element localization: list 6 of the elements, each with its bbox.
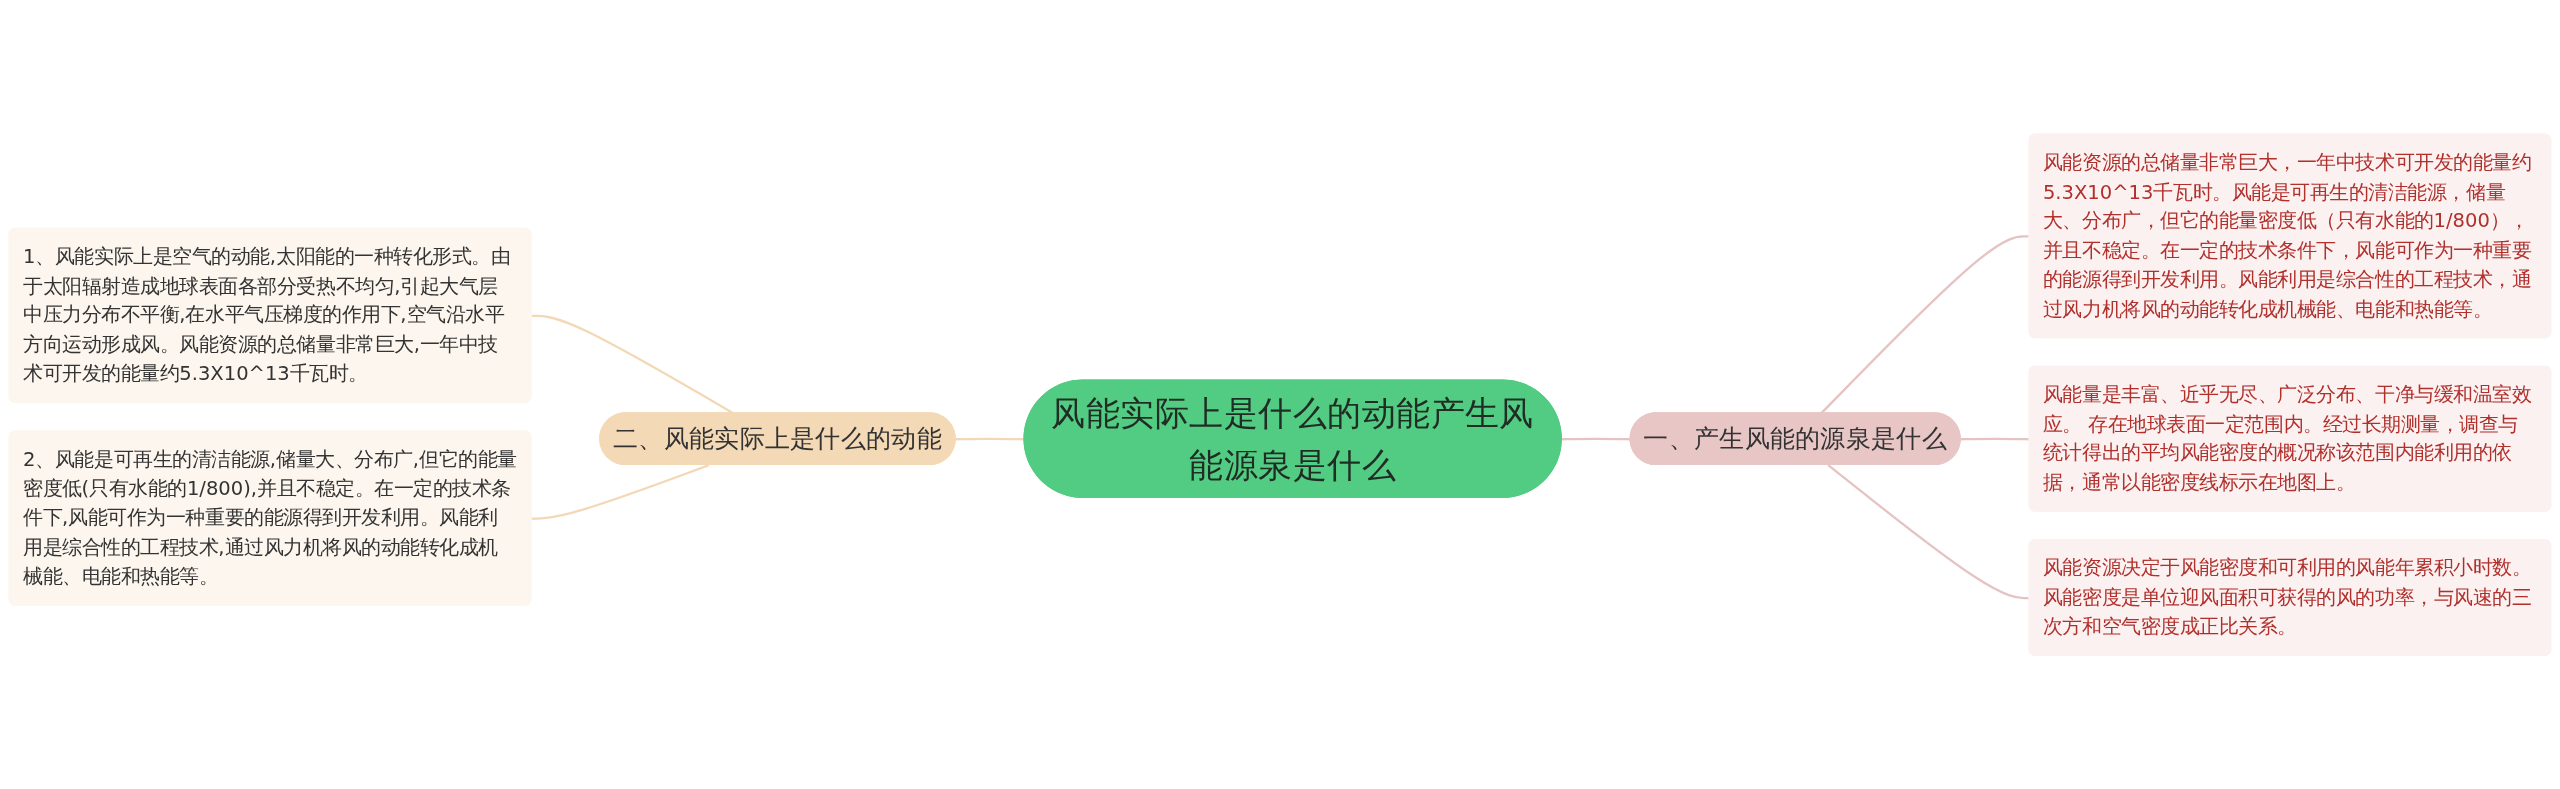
connector	[1561, 437, 1631, 441]
connector	[1827, 463, 2030, 600]
connector	[531, 463, 710, 520]
connector	[1960, 437, 2030, 441]
connector	[955, 437, 1025, 441]
connector	[1820, 234, 2030, 414]
